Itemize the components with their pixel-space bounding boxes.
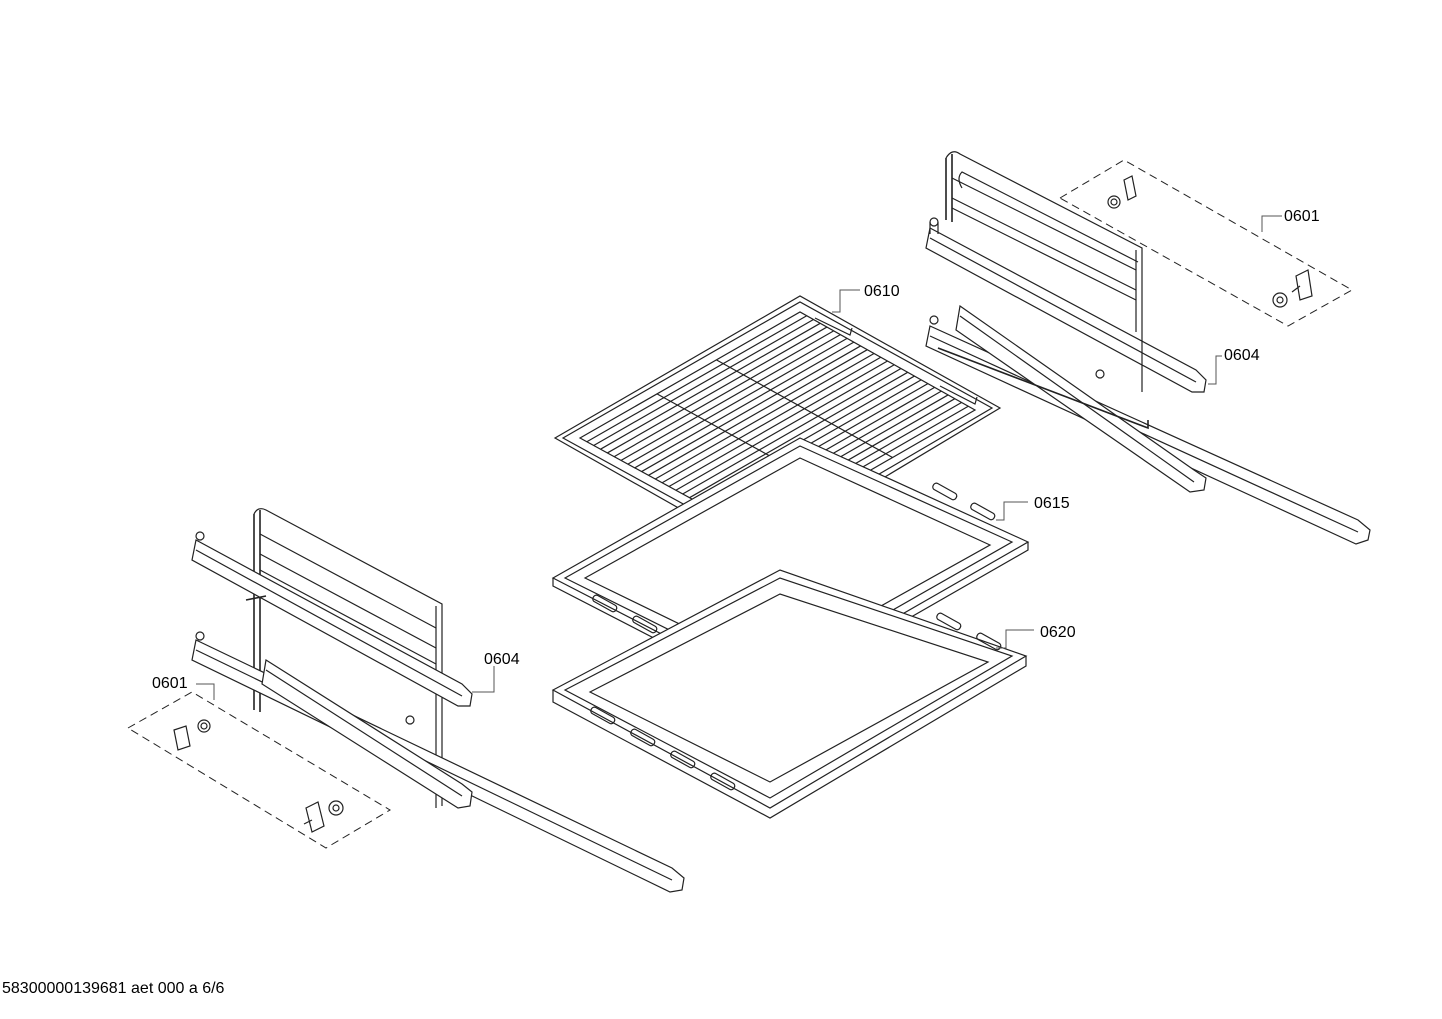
- telescopic-rail-right[interactable]: [925, 151, 1371, 545]
- svg-text:0604: 0604: [1224, 347, 1260, 364]
- svg-text:0601: 0601: [152, 675, 188, 692]
- rack-wire: [668, 360, 888, 488]
- rack-wire: [675, 364, 895, 491]
- svg-text:0601: 0601: [1284, 208, 1320, 225]
- rack-wire: [586, 315, 808, 443]
- rack-wire: [607, 326, 828, 454]
- rack-wire: [613, 330, 834, 458]
- telescopic-rail-left[interactable]: [191, 508, 685, 893]
- rack-wire: [634, 341, 855, 469]
- svg-text:0610: 0610: [864, 283, 900, 300]
- rack-wire: [600, 322, 821, 450]
- clip-icon: [173, 719, 344, 833]
- rack-wire: [593, 319, 814, 446]
- rack-wire: [641, 345, 861, 473]
- svg-text:0620: 0620: [1040, 624, 1076, 641]
- label-0604-right: 0604: [1208, 347, 1260, 385]
- document-footer: 58300000139681 aet 000 a 6/6: [2, 980, 225, 997]
- rack-wire: [648, 349, 868, 476]
- rack-wire: [661, 356, 882, 484]
- label-0610: 0610: [832, 283, 900, 313]
- rack-crossbar: [716, 359, 893, 459]
- clip-icon: [1107, 175, 1313, 308]
- label-0601-left: 0601: [152, 675, 215, 700]
- clip-kit-right[interactable]: [1059, 159, 1354, 327]
- label-0620: 0620: [996, 624, 1076, 649]
- rack-wire: [620, 334, 841, 461]
- baking-tray-deep[interactable]: [551, 569, 1028, 819]
- rack-wire: [627, 337, 848, 465]
- label-0604-left: 0604: [472, 651, 520, 693]
- label-0615: 0615: [996, 495, 1070, 521]
- svg-text:0604: 0604: [484, 651, 520, 668]
- svg-text:0615: 0615: [1034, 495, 1070, 512]
- rack-wire: [655, 352, 875, 480]
- rack-wire: [689, 371, 908, 499]
- label-0601-right: 0601: [1261, 208, 1320, 232]
- rack-wire: [682, 368, 902, 495]
- clip-kit-left[interactable]: [127, 691, 391, 849]
